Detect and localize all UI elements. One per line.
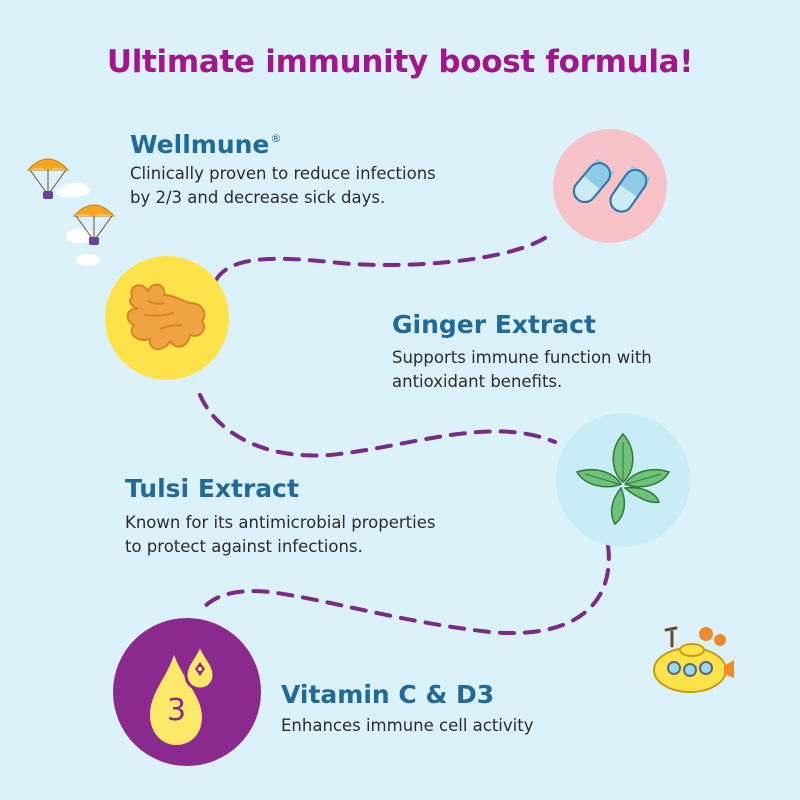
trademark-mark: ® (270, 132, 282, 145)
submarine-icon (653, 626, 734, 693)
cloud-icon (57, 183, 100, 266)
page-title: Ultimate immunity boost formula! (106, 44, 694, 80)
ingredient-desc-vitamin: Enhances immune cell activity (281, 716, 534, 735)
ingredient-desc-wellmune: Clinically proven to reduce infections b… (130, 164, 436, 207)
capsule-pills-icon (553, 129, 667, 243)
parachute-icon (72, 204, 116, 245)
parachute-decoration (26, 158, 116, 266)
parachute-icon (26, 158, 70, 199)
ingredient-heading-ginger: Ginger Extract (392, 310, 596, 339)
vitamin-drop-graphic (113, 618, 261, 766)
ingredient-desc-tulsi: Known for its antimicrobial properties t… (125, 513, 436, 556)
ingredient-heading-vitamin: Vitamin C & D3 (281, 680, 495, 709)
ingredient-heading-tulsi: Tulsi Extract (125, 474, 299, 503)
ingredient-desc-ginger: Supports immune function with antioxidan… (392, 348, 652, 391)
vitamin-d3-numeral: 3 (167, 693, 187, 728)
ginger-root-icon (105, 256, 229, 380)
tulsi-leaf-icon (556, 413, 690, 547)
vitamin-drop-icon: 3 (112, 617, 262, 767)
ingredient-heading-wellmune: Wellmune® (130, 130, 282, 159)
